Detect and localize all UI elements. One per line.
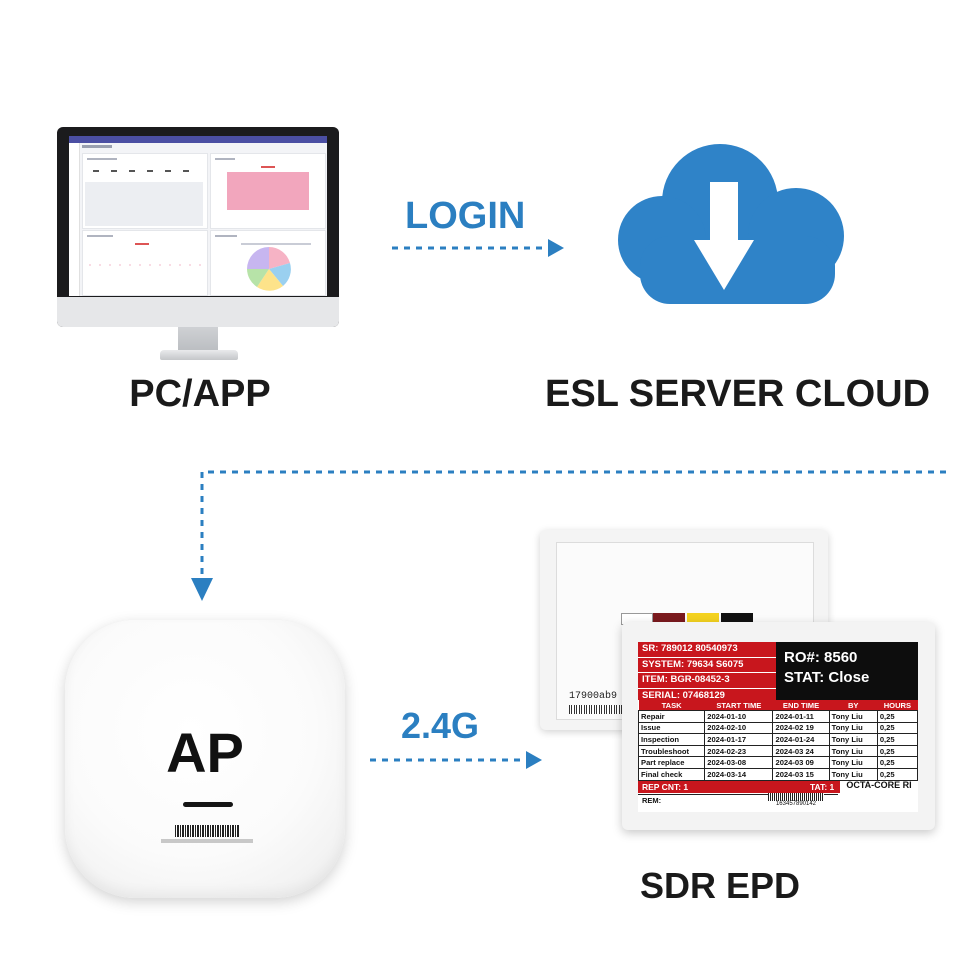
monitor-chin — [57, 297, 339, 327]
cloud-caption: ESL SERVER CLOUD — [545, 373, 931, 415]
epd-task-table: TASK START TIME END TIME BY HOURS Repair… — [638, 700, 918, 781]
table-header-row: TASK START TIME END TIME BY HOURS — [638, 700, 918, 711]
bar-panel-graphic — [215, 158, 309, 210]
epd-back-id: 17900ab9 — [569, 691, 618, 702]
column-header: END TIME — [772, 700, 830, 711]
epd-info-line: SR: 789012 80540973 — [638, 642, 776, 658]
table-cell: 2024-03-14 — [704, 767, 774, 781]
epd-octa-core: OCTA-CORE RI — [846, 780, 912, 790]
dashboard-topbar — [69, 136, 327, 143]
table-cell: 0,25 — [876, 710, 918, 723]
pc-monitor — [57, 127, 339, 327]
table-cell: 2024-03-08 — [704, 756, 774, 769]
epd-front-device: SR: 789012 80540973 SYSTEM: 79634 S6075 … — [622, 622, 935, 830]
table-cell: 2024-01-24 — [772, 733, 830, 746]
table-cell: Tony Liu — [828, 733, 878, 746]
epd-barcode-number: 163457890142 — [775, 801, 817, 807]
bar-panel — [210, 153, 326, 229]
table-cell: Tony Liu — [828, 767, 878, 781]
table-row: Issue 2024-02-10 2024-02 19 Tony Liu 0,2… — [638, 721, 918, 735]
epd-footer-barcode — [768, 793, 824, 801]
epd-front-screen: SR: 789012 80540973 SYSTEM: 79634 S6075 … — [638, 642, 918, 812]
table-cell: 2024-01-10 — [704, 710, 774, 723]
monitor-base — [160, 350, 238, 360]
table-cell: Issue — [638, 721, 706, 735]
dashboard-screen — [69, 136, 327, 296]
dashboard-sidebar — [69, 143, 80, 296]
column-header: TASK — [638, 700, 705, 711]
dashboard-title — [82, 145, 112, 148]
pie-panel-graphic — [215, 235, 311, 291]
epd-info-line: ITEM: BGR-08452-3 — [638, 673, 776, 689]
table-cell: Final check — [638, 767, 706, 781]
table-cell: Tony Liu — [828, 744, 878, 758]
ap-device-label: AP — [166, 721, 244, 784]
table-cell: 0,25 — [876, 744, 918, 758]
table-cell: Tony Liu — [828, 710, 878, 723]
table-cell: 0,25 — [876, 756, 918, 769]
ap-barcode — [175, 825, 239, 837]
table-cell: Repair — [638, 710, 706, 723]
monitor-neck — [178, 327, 218, 353]
table-cell: Tony Liu — [828, 756, 878, 769]
pc-app-caption: PC/APP — [129, 373, 271, 415]
table-row: Final check 2024-03-14 2024-03 15 Tony L… — [638, 767, 918, 781]
ap-led-indicator — [183, 802, 233, 807]
column-header: BY — [829, 700, 878, 711]
epd-ro-number: RO#: 8560 — [784, 649, 858, 666]
table-cell: Inspection — [638, 733, 706, 746]
epd-rep-count: REP CNT: 1 — [638, 781, 730, 793]
epd-info-block: SR: 789012 80540973 SYSTEM: 79634 S6075 … — [638, 642, 776, 704]
table-cell: 2024-01-11 — [772, 710, 830, 723]
column-header: START TIME — [704, 700, 773, 711]
epd-caption: SDR EPD — [639, 865, 801, 906]
table-cell: Part replace — [638, 756, 706, 769]
table-row: Repair 2024-01-10 2024-01-11 Tony Liu 0,… — [638, 710, 918, 723]
table-cell: 2024-02-23 — [704, 744, 774, 758]
pie-panel — [210, 230, 326, 296]
epd-status-block: RO#: 8560 STAT: Close — [776, 642, 918, 700]
line-panel — [82, 230, 208, 296]
wireless-label: 2.4G — [401, 705, 480, 746]
table-cell: 2024-01-17 — [704, 733, 774, 746]
column-header: HOURS — [877, 700, 918, 711]
table-cell: 2024-03 15 — [772, 767, 830, 781]
epd-rem-label: REM: — [642, 796, 662, 805]
table-row: Inspection 2024-01-17 2024-01-24 Tony Li… — [638, 733, 918, 746]
line-panel-graphic — [87, 235, 201, 266]
epd-back-barcode — [569, 705, 627, 714]
table-cell: 2024-02 19 — [772, 721, 830, 735]
wireless-arrow — [370, 751, 542, 769]
ap-serial-strip — [161, 839, 253, 843]
table-cell: Tony Liu — [828, 721, 878, 735]
table-cell: 2024-03 24 — [772, 744, 830, 758]
epd-status: STAT: Close — [784, 669, 870, 686]
table-cell: 2024-02-10 — [704, 721, 774, 735]
stats-panel — [82, 153, 208, 229]
epd-info-line: SYSTEM: 79634 S6075 — [638, 658, 776, 673]
table-cell: 0,25 — [876, 733, 918, 746]
epd-tat: TAT: 1 — [730, 781, 840, 793]
cloud-to-ap-connector — [191, 470, 946, 601]
ap-device: AP — [65, 620, 345, 898]
login-label: LOGIN — [405, 195, 526, 237]
table-cell: 0,25 — [876, 767, 918, 781]
epd-footer-divider — [638, 794, 838, 795]
table-cell: 2024-03 09 — [772, 756, 830, 769]
table-cell: Troubleshoot — [638, 744, 706, 758]
table-row: Troubleshoot 2024-02-23 2024-03 24 Tony … — [638, 744, 918, 758]
table-cell: 0,25 — [876, 721, 918, 735]
table-row: Part replace 2024-03-08 2024-03 09 Tony … — [638, 756, 918, 769]
cloud-download-icon — [618, 144, 844, 304]
login-arrow — [392, 239, 564, 257]
stats-panel-graphic — [85, 158, 203, 226]
